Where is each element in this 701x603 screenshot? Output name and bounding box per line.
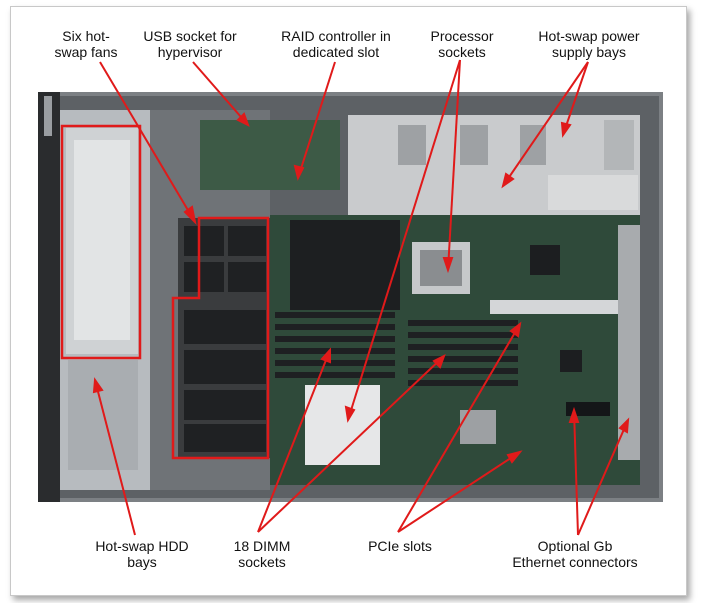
- ethernet-connectors-label: Optional Gb Ethernet connectors: [512, 538, 638, 570]
- usb-arrow: [192, 61, 249, 126]
- dimm-sockets-right: [408, 320, 518, 386]
- psu-bays-label: Hot-swap power supply bays: [538, 28, 640, 60]
- processor-arrow-2: [347, 59, 461, 421]
- psu-arrow-1: [502, 61, 589, 187]
- fans-arrow: [99, 61, 196, 223]
- ethernet-connector-slot: [566, 402, 610, 416]
- ethernet-arrow-2: [577, 419, 629, 536]
- hdd-arrow: [94, 379, 136, 536]
- dimm-arrow-1: [257, 349, 331, 533]
- rear-io-panel: [618, 225, 640, 460]
- processor-sockets-label: Processor sockets: [430, 28, 494, 60]
- cpu-heatsink: [290, 220, 400, 310]
- pcie-slots-label: PCIe slots: [368, 538, 432, 554]
- psu-bays: [348, 115, 640, 215]
- dimm-sockets-label: 18 DIMM sockets: [233, 538, 291, 570]
- usb-socket-label: USB socket for hypervisor: [143, 28, 237, 60]
- pcie-arrow-1: [397, 323, 521, 533]
- pcie-arrow-2: [397, 451, 521, 533]
- psu-arrow-2: [562, 61, 589, 136]
- fan-6: [184, 350, 266, 384]
- hdd-bay-area: [60, 110, 150, 490]
- fan-4: [228, 262, 266, 292]
- raid-arrow: [297, 61, 336, 179]
- raid-controller-board: [200, 120, 340, 190]
- fan-7: [184, 390, 266, 420]
- processor-arrow-1: [447, 59, 461, 271]
- fan-5: [184, 310, 266, 344]
- fan-8: [184, 424, 266, 452]
- ethernet-arrow-1: [573, 409, 579, 536]
- chipset-heatsink: [460, 410, 496, 444]
- fan-3: [184, 262, 224, 292]
- fan-highlight-box: [171, 216, 270, 460]
- dimm-sockets-left: [275, 312, 395, 378]
- pcie-riser: [490, 300, 630, 314]
- hdd-highlight-box: [60, 124, 142, 360]
- fan-area: [150, 110, 270, 490]
- raid-controller-label: RAID controller in dedicated slot: [281, 28, 391, 60]
- highlight-outlines: [60, 124, 270, 460]
- motherboard: [200, 120, 640, 485]
- callout-arrows: [92, 59, 630, 536]
- hdd-bays-label: Hot-swap HDD bays: [95, 538, 189, 570]
- fan-2: [228, 226, 266, 256]
- fan-1: [184, 226, 224, 256]
- fans-label: Six hot- swap fans: [54, 28, 118, 60]
- dimm-arrow-2: [257, 355, 445, 533]
